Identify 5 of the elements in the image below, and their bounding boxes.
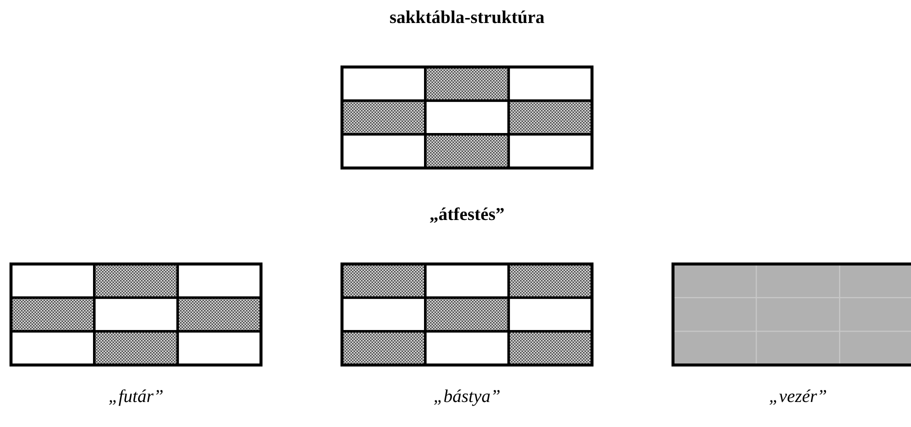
caption: „vezér” [769,386,827,407]
caption: „bástya” [433,386,501,407]
caption: „futár” [108,386,164,407]
diagram-title: sakktábla-struktúra [389,7,545,28]
subheading: „átfestés” [430,204,504,225]
